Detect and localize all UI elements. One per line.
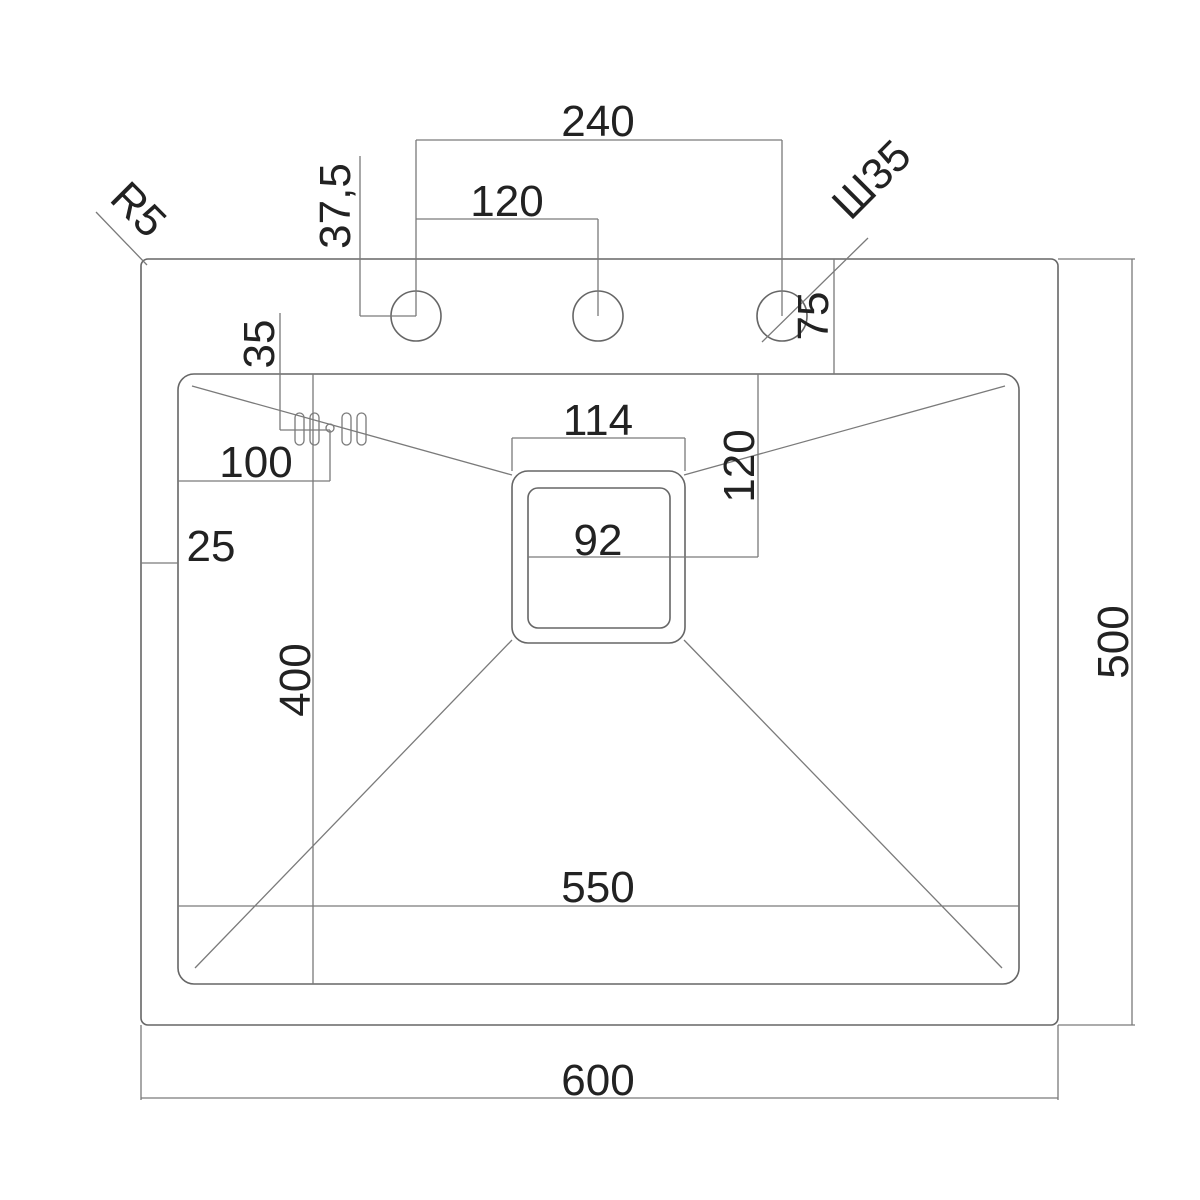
label-sh35: Ш35: [823, 131, 921, 229]
label-25: 25: [187, 522, 236, 571]
bowl-slope-lines: [178, 385, 1019, 969]
label-240: 240: [561, 97, 634, 146]
sink-outline: [140, 258, 1059, 1026]
label-92: 92: [574, 516, 623, 565]
label-120-drain: 120: [715, 429, 764, 502]
label-r5: R5: [101, 173, 175, 247]
overflow-slots: [294, 412, 367, 446]
label-37-5: 37,5: [311, 163, 360, 249]
label-600: 600: [561, 1056, 634, 1105]
label-75: 75: [789, 292, 838, 341]
label-550: 550: [561, 863, 634, 912]
label-114: 114: [563, 396, 633, 445]
label-120-taps: 120: [470, 177, 543, 226]
dimension-lines: [95, 139, 1135, 1100]
label-500: 500: [1089, 605, 1138, 678]
label-35: 35: [235, 320, 284, 369]
bowl-outline: [177, 373, 1020, 985]
label-100: 100: [219, 438, 292, 487]
drain-inner: [527, 487, 671, 629]
label-400: 400: [271, 643, 320, 716]
